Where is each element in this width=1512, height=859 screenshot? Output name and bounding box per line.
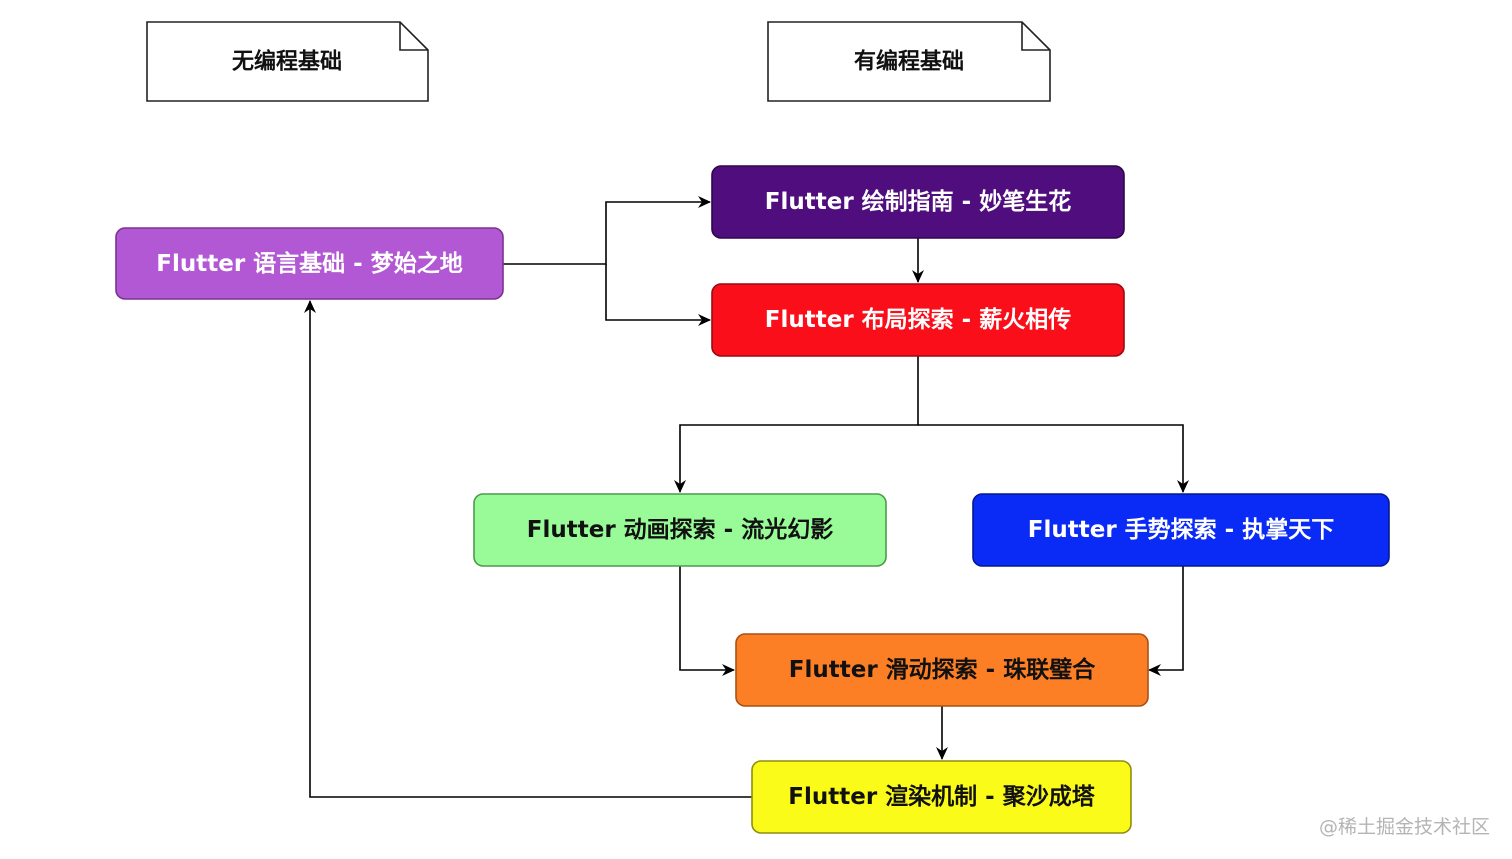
note-fold bbox=[1021, 22, 1050, 51]
edge-language-to-painting bbox=[503, 196, 711, 265]
node-gesture: Flutter 手势探索 - 执掌天下 bbox=[972, 493, 1390, 567]
node-rendering: Flutter 渲染机制 - 聚沙成塔 bbox=[751, 760, 1132, 834]
node-language-box bbox=[115, 227, 504, 300]
note-shape bbox=[146, 21, 429, 102]
node-gesture-label: Flutter 手势探索 - 执掌天下 bbox=[1028, 517, 1334, 543]
node-scrolling: Flutter 滑动探索 - 珠联璧合 bbox=[735, 633, 1149, 707]
edges bbox=[304, 196, 1189, 798]
node-scrolling-label: Flutter 滑动探索 - 珠联璧合 bbox=[789, 656, 1096, 683]
note-shape bbox=[767, 21, 1051, 102]
node-painting-label: Flutter 绘制指南 - 妙笔生花 bbox=[765, 188, 1071, 215]
note-fold bbox=[399, 22, 428, 51]
node-language-label: Flutter 语言基础 - 梦始之地 bbox=[156, 250, 462, 277]
note-no-basics-label: 无编程基础 bbox=[232, 49, 342, 75]
node-painting-box bbox=[711, 165, 1125, 239]
node-layout-box bbox=[711, 283, 1125, 357]
edge-layout-to-animation bbox=[674, 356, 919, 493]
node-animation: Flutter 动画探索 - 流光幻影 bbox=[473, 493, 887, 567]
node-rendering-label: Flutter 渲染机制 - 聚沙成塔 bbox=[788, 783, 1095, 810]
node-gesture-box bbox=[972, 493, 1390, 567]
watermark: @稀土掘金技术社区 bbox=[1318, 816, 1490, 838]
edge-layout-to-gesture bbox=[918, 424, 1189, 493]
edge-gesture-to-scrolling bbox=[1148, 566, 1184, 676]
node-language: Flutter 语言基础 - 梦始之地 bbox=[115, 227, 504, 300]
node-layout: Flutter 布局探索 - 薪火相传 bbox=[711, 283, 1125, 357]
edge-language-to-layout bbox=[605, 264, 711, 326]
node-animation-label: Flutter 动画探索 - 流光幻影 bbox=[527, 516, 833, 543]
note-no-basics: 无编程基础 bbox=[146, 21, 429, 102]
node-layout-label: Flutter 布局探索 - 薪火相传 bbox=[765, 306, 1071, 333]
node-animation-box bbox=[473, 493, 887, 567]
note-has-basics: 有编程基础 bbox=[767, 21, 1051, 102]
node-scrolling-box bbox=[735, 633, 1149, 707]
edge-rendering-to-language bbox=[304, 300, 752, 798]
node-rendering-box bbox=[751, 760, 1132, 834]
edge-animation-to-scrolling bbox=[679, 566, 735, 676]
note-has-basics-label: 有编程基础 bbox=[854, 49, 964, 75]
node-painting: Flutter 绘制指南 - 妙笔生花 bbox=[711, 165, 1125, 239]
